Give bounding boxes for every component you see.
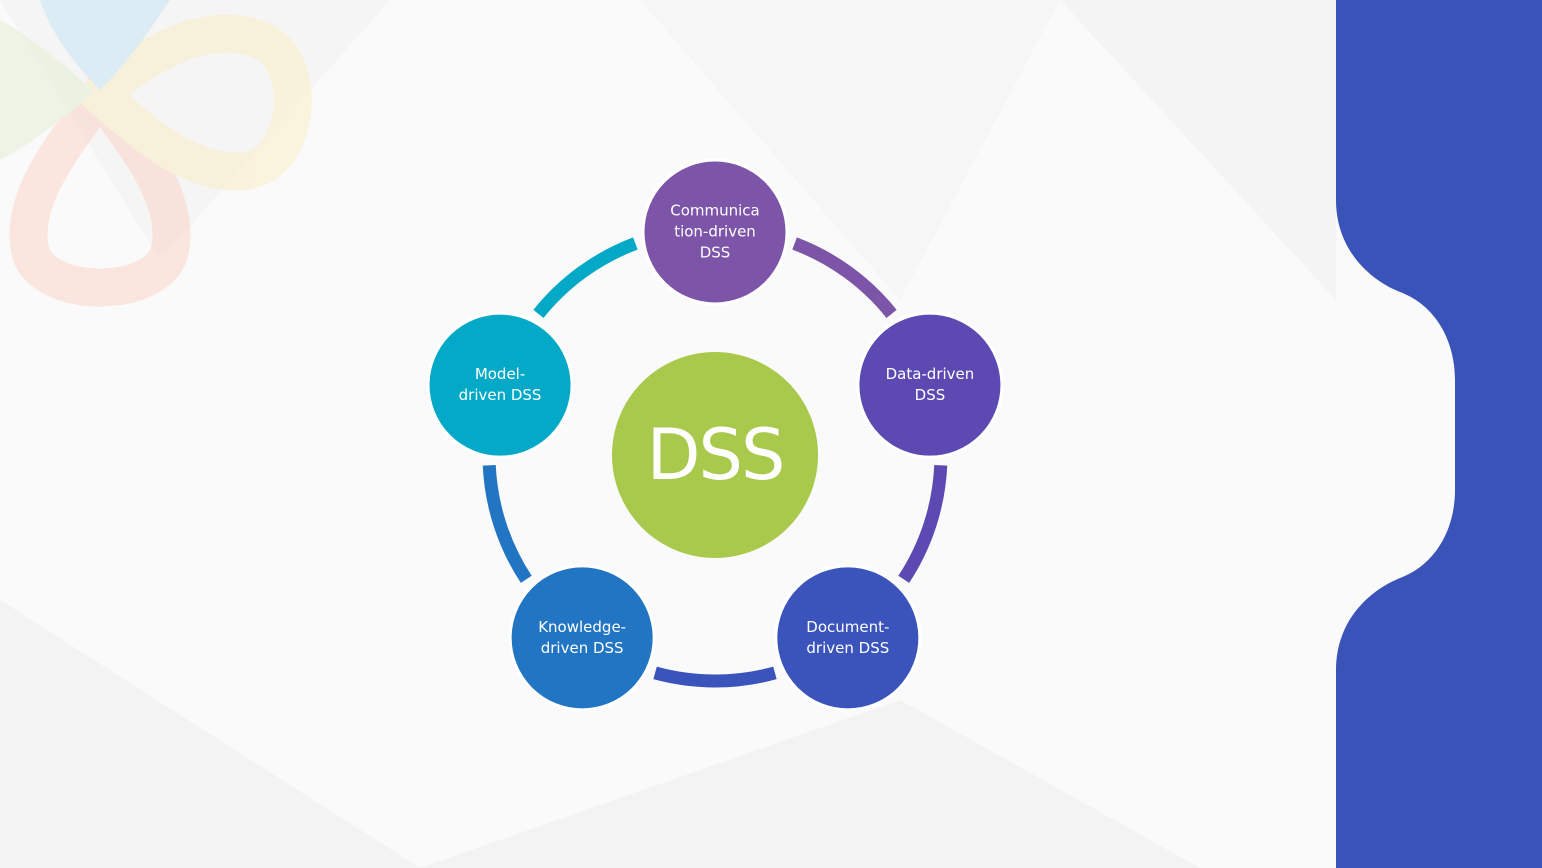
node-label: Communica tion-driven DSS xyxy=(670,201,760,262)
node-circle xyxy=(508,564,656,712)
connector-arc xyxy=(533,237,638,319)
connector-arc xyxy=(898,465,948,583)
node-label: Knowledge- driven DSS xyxy=(538,617,627,657)
node-label: Data-driven DSS xyxy=(885,365,975,405)
connector-arc xyxy=(482,465,532,583)
node-label: Document- driven DSS xyxy=(806,617,890,657)
center-label: DSS xyxy=(646,414,786,496)
connector-arc xyxy=(653,666,777,688)
node-label: Model- driven DSS xyxy=(458,365,542,405)
connector-arc xyxy=(792,237,897,319)
logo-watermark xyxy=(0,0,312,307)
right-accent-band xyxy=(1336,0,1542,868)
node-circle xyxy=(856,311,1004,459)
node-circle xyxy=(641,158,789,306)
node-circle xyxy=(774,564,922,712)
center-circle xyxy=(612,352,818,558)
node-circle xyxy=(426,311,574,459)
